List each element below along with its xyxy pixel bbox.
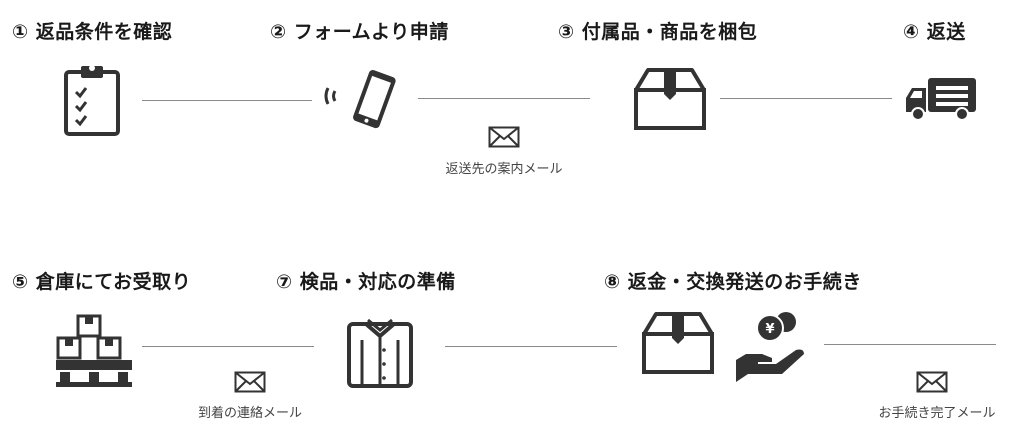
step-7-title: ⑦ 検品・対応の準備 xyxy=(276,271,456,293)
connector-line-1 xyxy=(142,100,312,101)
step-3-title: ③ 付属品・商品を梱包 xyxy=(558,21,758,43)
completion-mail-note: お手続き完了メール xyxy=(878,406,996,421)
connector-line-4 xyxy=(142,346,314,347)
mail-icon xyxy=(488,126,520,148)
box-icon xyxy=(642,312,714,374)
mail-icon xyxy=(916,371,948,393)
arrival-mail-note: 到着の連絡メール xyxy=(197,406,302,421)
step-1-title: ① 返品条件を確認 xyxy=(12,21,173,43)
smartphone-icon xyxy=(324,70,396,129)
mail-icon xyxy=(234,371,266,393)
connector-line-2 xyxy=(418,98,590,99)
step-5-title: ⑤ 倉庫にてお受取り xyxy=(12,271,192,293)
connector-line-6 xyxy=(824,344,996,345)
clipboard-icon xyxy=(64,65,120,136)
step-4-title: ④ 返送 xyxy=(903,21,966,43)
connector-line-3 xyxy=(720,98,892,99)
shirt-icon xyxy=(347,318,413,388)
svg-text:¥: ¥ xyxy=(765,322,774,337)
truck-icon xyxy=(906,78,976,121)
box-icon xyxy=(634,68,706,130)
step-8-title: ⑧ 返金・交換発送のお手続き xyxy=(604,271,862,293)
yen-hand-icon: ¥ xyxy=(736,312,804,382)
connector-line-5 xyxy=(445,346,617,347)
warehouse-boxes-icon xyxy=(56,314,132,387)
step-2-title: ② フォームより申請 xyxy=(270,21,449,43)
return-address-mail-note: 返送先の案内メール xyxy=(445,162,563,177)
